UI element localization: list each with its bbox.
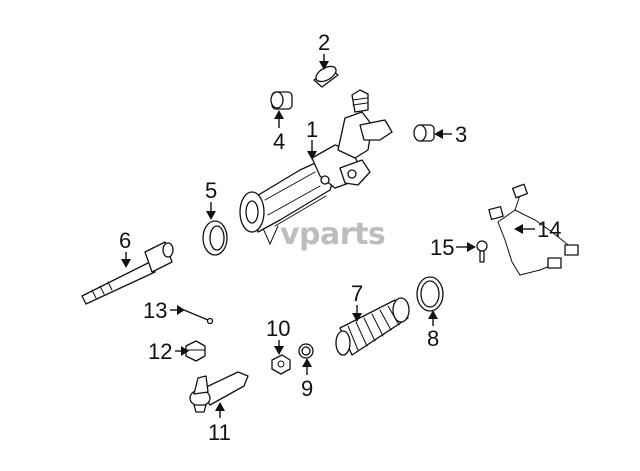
callout-2: 2 (318, 30, 330, 70)
gear-mount-hole (347, 169, 357, 179)
callout-10-arrow-icon (274, 346, 284, 355)
callout-7: 7 (351, 281, 363, 322)
callout-15: 15 (430, 235, 476, 260)
callout-12: 12 (148, 339, 189, 364)
bolt-shank (479, 250, 485, 263)
nut-bore (277, 360, 285, 368)
watermark-logo: vparts (261, 217, 386, 252)
callout-11-label: 11 (208, 420, 231, 445)
part-8-boot-clamp[interactable] (416, 276, 444, 312)
watermark-text: vparts (280, 217, 385, 252)
gear-bolt (320, 175, 330, 185)
callout-5-label: 5 (205, 178, 217, 203)
part-4-bushing[interactable] (270, 91, 293, 110)
callout-1-arrow-icon (307, 151, 317, 160)
part-12-castle-nut[interactable] (185, 340, 206, 362)
gear-shaft-splines (352, 97, 368, 106)
watermark-mark-icon (261, 225, 279, 246)
part-13-cotter-pin[interactable] (183, 309, 214, 325)
part-15-bolt[interactable] (476, 240, 488, 263)
callout-3-arrow-icon (434, 129, 443, 139)
callout-15-label: 15 (430, 235, 454, 260)
part-14-wiring-harness[interactable] (488, 183, 579, 276)
harness-connector-right (564, 244, 579, 256)
harness-connector-top (512, 183, 528, 199)
callout-6-label: 6 (119, 228, 131, 253)
nut-hex (271, 354, 291, 375)
callout-13-label: 13 (143, 298, 167, 323)
bushing-face (270, 91, 284, 109)
callout-15-arrow-icon (467, 242, 476, 252)
callout-13-arrow-icon (177, 305, 185, 315)
gear-pinion-shaft (351, 89, 369, 113)
boot-small-end (335, 330, 351, 356)
part-11-outer-tie-rod-end[interactable] (189, 371, 249, 413)
callout-14: 14 (514, 217, 561, 242)
callout-11: 11 (208, 402, 231, 445)
callout-12-label: 12 (148, 339, 172, 364)
callout-12-arrow-icon (181, 346, 189, 356)
callout-9-arrow-icon (302, 358, 312, 367)
part-1-steering-gear[interactable] (239, 89, 393, 233)
tie-rod-socket-end (162, 242, 174, 258)
part-3-bushing[interactable] (413, 124, 435, 142)
bushing-face (413, 124, 427, 142)
callout-4: 4 (273, 110, 285, 154)
harness-connector-bottom (547, 257, 562, 269)
tie-rod-end-stud (193, 375, 209, 395)
harness-wire-branch (514, 209, 573, 249)
callout-2-arrow-icon (319, 61, 329, 70)
callout-8-arrow-icon (428, 310, 438, 319)
callout-5: 5 (205, 178, 217, 220)
callout-10: 10 (266, 316, 290, 355)
bushing-face (315, 65, 337, 83)
callout-8-label: 8 (427, 326, 439, 351)
callout-6: 6 (119, 228, 131, 268)
gear-housing-bore (245, 200, 259, 224)
part-2-bushing[interactable] (313, 63, 339, 88)
boot-large-end (392, 297, 410, 323)
boot-clamp-inner (420, 280, 440, 308)
callout-14-label: 14 (537, 217, 561, 242)
part-5-clamp-ring[interactable] (202, 220, 228, 256)
callout-9: 9 (301, 358, 313, 401)
callout-4-label: 4 (273, 129, 285, 154)
bolt-head (476, 240, 488, 252)
callout-13: 13 (143, 298, 185, 323)
cotter-pin-shaft (183, 309, 209, 321)
callout-6-arrow-icon (121, 259, 131, 268)
callout-7-label: 7 (351, 281, 363, 306)
castle-nut-hex (185, 340, 206, 362)
tie-rod-shaft (81, 261, 156, 305)
part-7-bellows-boot[interactable] (335, 297, 410, 356)
callout-7-arrow-icon (352, 313, 362, 322)
callout-2-label: 2 (318, 30, 330, 55)
callout-1: 1 (306, 117, 318, 160)
boot-pleats (347, 305, 400, 351)
callout-14-arrow-icon (514, 224, 523, 234)
part-6-inner-tie-rod[interactable] (81, 241, 174, 305)
callout-5-arrow-icon (206, 211, 216, 220)
harness-connector-left (488, 205, 504, 221)
callout-10-label: 10 (266, 316, 290, 341)
callout-9-label: 9 (301, 376, 313, 401)
part-9-small-clamp[interactable] (298, 343, 314, 359)
callout-11-arrow-icon (215, 402, 225, 411)
part-10-nut[interactable] (271, 354, 291, 375)
cotter-pin-head (206, 317, 214, 325)
tie-rod-end-boss (193, 404, 207, 413)
callout-3-label: 3 (455, 122, 467, 147)
small-clamp-inner (301, 346, 311, 356)
gear-port-fitting (359, 119, 393, 141)
callout-3: 3 (434, 122, 467, 147)
tie-rod-threads (91, 281, 113, 299)
harness-wire-main (497, 194, 561, 276)
callout-4-arrow-icon (274, 110, 284, 119)
gear-housing-ribs (264, 171, 327, 227)
clamp-ring-inner (209, 225, 225, 251)
callout-8: 8 (427, 310, 439, 351)
callout-1-label: 1 (306, 117, 318, 142)
